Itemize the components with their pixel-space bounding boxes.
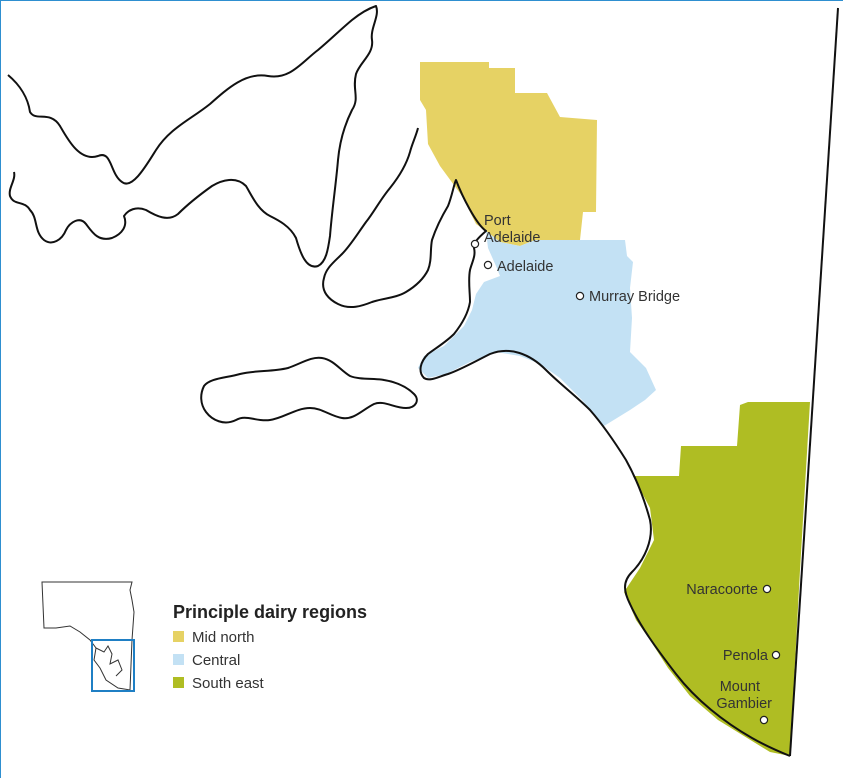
marker-adelaide: [483, 260, 493, 270]
legend: Principle dairy regions Mid north Centra…: [173, 602, 367, 692]
label-penola: Penola: [723, 648, 769, 664]
place-markers: [470, 239, 781, 725]
marker-mount-gambier: [759, 715, 769, 725]
legend-label-central: Central: [192, 652, 240, 669]
legend-title: Principle dairy regions: [173, 602, 367, 622]
marker-penola: [771, 650, 781, 660]
coastline-gulf: [322, 127, 791, 757]
inset-gulf-outline: [95, 645, 123, 677]
inset-locator-map: [41, 581, 135, 692]
label-mount-gambier-line2: Gambier: [716, 696, 772, 712]
marker-murray-bridge: [575, 291, 585, 301]
marker-naracoorte: [762, 584, 772, 594]
legend-swatch-mid-north: [173, 631, 184, 642]
inset-highlight-box: [91, 639, 135, 692]
legend-label-south-east: South east: [192, 675, 265, 692]
coastline-kangaroo-island: [200, 356, 418, 424]
legend-label-mid-north: Mid north: [192, 629, 255, 646]
inset-state-outline: [41, 581, 135, 691]
coastline-west: [7, 5, 378, 268]
region-central: [418, 231, 656, 426]
marker-port-adelaide: [470, 239, 480, 249]
legend-swatch-south-east: [173, 677, 184, 688]
label-murray-bridge: Murray Bridge: [589, 289, 680, 305]
state-border-east: [789, 7, 839, 757]
label-port-adelaide-line1: Port: [484, 213, 511, 229]
label-port-adelaide-line2: Adelaide: [484, 230, 540, 246]
label-naracoorte: Naracoorte: [686, 582, 758, 598]
coastline: [7, 5, 839, 757]
label-adelaide: Adelaide: [497, 259, 553, 275]
label-mount-gambier-line1: Mount: [720, 679, 760, 695]
legend-swatch-central: [173, 654, 184, 665]
